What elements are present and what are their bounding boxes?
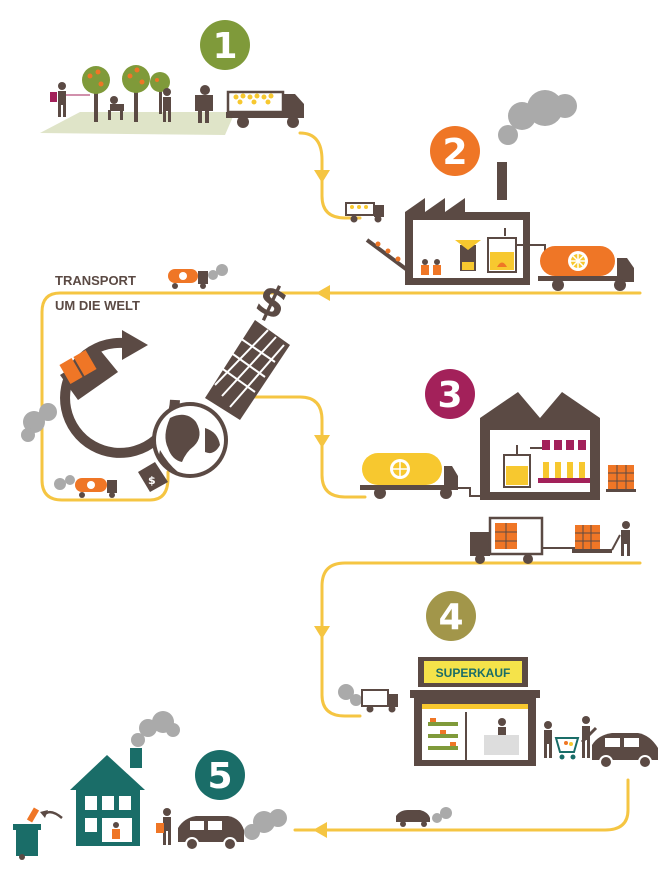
- smoke-icon: [131, 711, 180, 747]
- worker-icon: [163, 88, 171, 122]
- step-4-number: 4: [438, 597, 463, 638]
- pallet-stack-icon: [606, 465, 636, 492]
- small-tanker-truck-icon: [168, 264, 228, 289]
- step-3-badge: [425, 369, 475, 419]
- step-4-badge: [426, 591, 476, 641]
- tanker-truck-icon: [360, 453, 458, 499]
- money-bag-icon: $: [138, 462, 168, 492]
- shop-sign-text: SUPERKAUF: [436, 666, 511, 680]
- pallet-jack-worker-icon: [572, 521, 630, 556]
- svg-text:$: $: [148, 474, 156, 487]
- harvest-truck-icon: [226, 90, 304, 128]
- transport-label-line-2: UM DIE WELT: [55, 298, 140, 313]
- transport-label-line-1: TRANSPORT: [55, 273, 136, 288]
- container-truck-icon: [470, 516, 575, 564]
- person-with-bag-icon: [156, 808, 171, 845]
- car-icon: [580, 716, 658, 769]
- step-5-number: 5: [207, 756, 232, 797]
- step-2-number: 2: [442, 132, 467, 173]
- step-1-harvest: [40, 65, 304, 135]
- bottling-plant-icon: [458, 392, 600, 500]
- flow-segment-3-4: [320, 561, 642, 718]
- step-1-badge: [200, 20, 250, 70]
- globe-icon: [152, 402, 228, 478]
- orange-tree-icon: [82, 66, 110, 122]
- flow-segment-4-5: [293, 778, 630, 832]
- shopper-icon: [544, 721, 580, 760]
- step-3-number: 3: [437, 375, 462, 416]
- arrow-left-icon: [316, 285, 330, 301]
- worker-icon: [108, 96, 124, 120]
- orange-tree-icon: [122, 65, 150, 122]
- flow-segment-transport-3: [243, 395, 367, 499]
- arrow-down-icon: [314, 435, 330, 448]
- step-1-number: 1: [212, 26, 237, 67]
- worker-icon: [195, 85, 213, 123]
- delivery-truck-icon: [338, 684, 398, 713]
- shopping-basket-icon: [205, 320, 290, 420]
- recycling-bin-icon: [13, 807, 63, 860]
- arrow-left-icon: [313, 822, 327, 838]
- step-5-badge: [195, 750, 245, 800]
- orange-tree-icon: [150, 72, 170, 114]
- flow-segment-2-transport: [40, 291, 642, 502]
- smoke-icon: [498, 90, 577, 145]
- factory-icon: [405, 162, 546, 285]
- car-icon: [178, 809, 287, 851]
- small-car-icon: [396, 807, 452, 827]
- small-tanker-truck-icon: [54, 475, 117, 498]
- arrow-down-icon: [314, 626, 330, 639]
- small-truck-icon: [345, 202, 384, 223]
- container-ship-icon: [21, 349, 118, 442]
- conveyor-belt: [365, 238, 412, 274]
- supermarket-icon: [410, 657, 540, 766]
- worker-icon: [50, 82, 90, 117]
- house-icon: [70, 748, 145, 846]
- tanker-truck-icon: [538, 246, 634, 291]
- arrow-down-icon: [314, 170, 330, 183]
- flow-arrows: [313, 170, 330, 838]
- field-ground: [40, 112, 235, 135]
- flow-segment-1-2: [298, 131, 362, 220]
- step-2-badge: [430, 126, 480, 176]
